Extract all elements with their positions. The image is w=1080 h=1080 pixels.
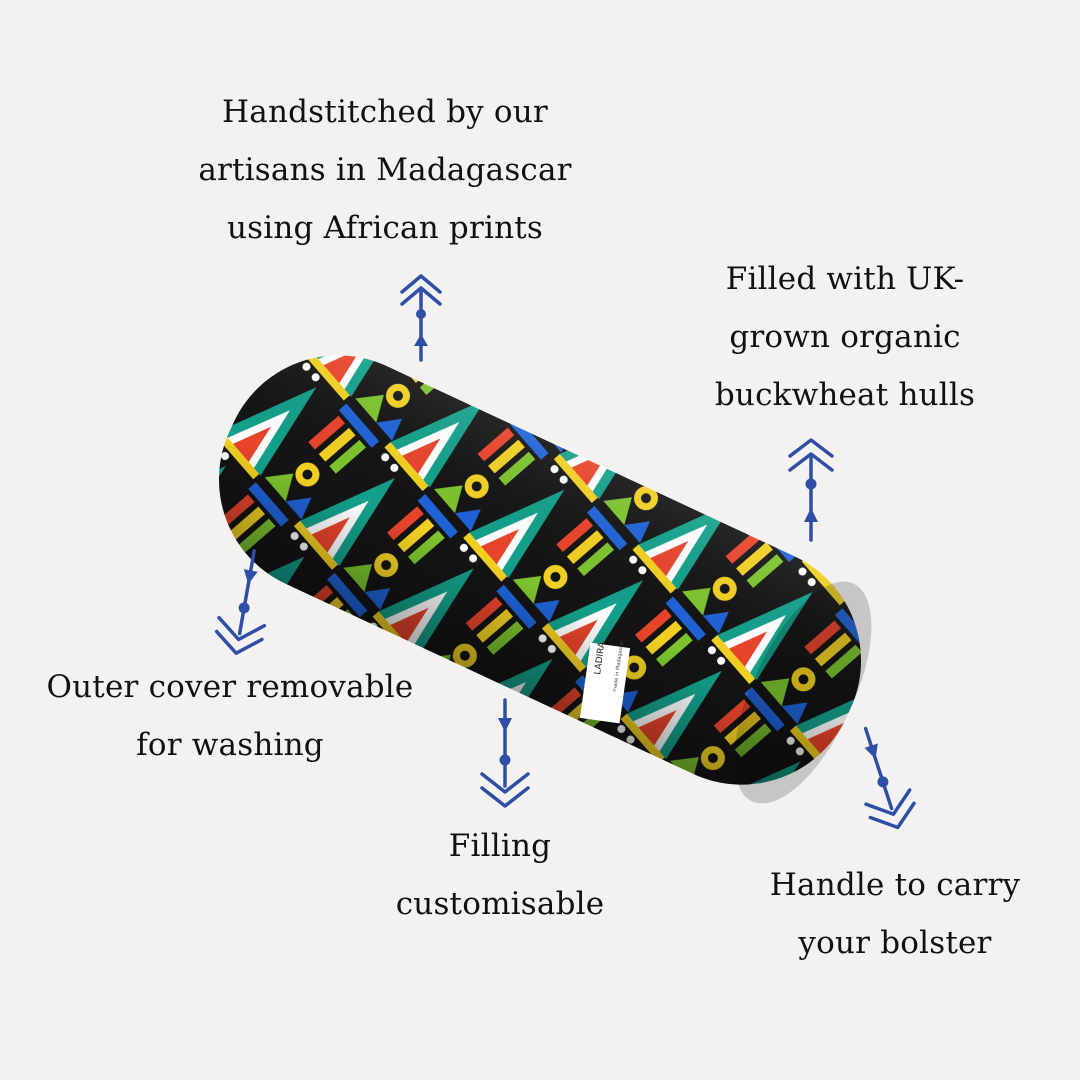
product-tag-brand: LADIRA [593, 641, 608, 676]
callout-line: using African prints [226, 210, 544, 246]
callout-filling-customisable: Filling customisable [360, 817, 640, 933]
callout-line: customisable [395, 886, 605, 922]
callout-line: your bolster [798, 925, 992, 961]
callout-line: for washing [136, 727, 324, 763]
callout-outer-cover: Outer cover removable for washing [20, 658, 440, 774]
callout-line: Filling [448, 828, 552, 864]
callout-filling-material: Filled with UK- grown organic buckwheat … [680, 250, 1010, 424]
callout-line: Handle to carry [769, 867, 1021, 903]
double-chevron-arrow-down-icon [852, 724, 916, 834]
callout-handstitched: Handstitched by our artisans in Madagasc… [150, 83, 620, 257]
callout-line: Filled with UK- [725, 261, 965, 297]
double-chevron-arrow-up-icon [786, 434, 836, 544]
product-tag: LADIRA made in Madagascar [579, 639, 631, 724]
callout-handle: Handle to carry your bolster [740, 856, 1050, 972]
callout-line: Handstitched by our [222, 94, 548, 130]
double-chevron-arrow-down-icon [478, 698, 532, 810]
double-chevron-arrow-down-icon [214, 548, 272, 658]
callout-line: artisans in Madagascar [198, 152, 572, 188]
callout-line: grown organic [729, 319, 961, 355]
bolster-cushion-image: LADIRA made in Madagascar [180, 310, 900, 834]
callout-line: buckwheat hulls [714, 377, 976, 413]
callout-line: Outer cover removable [46, 669, 414, 705]
double-chevron-arrow-up-icon [398, 270, 444, 362]
